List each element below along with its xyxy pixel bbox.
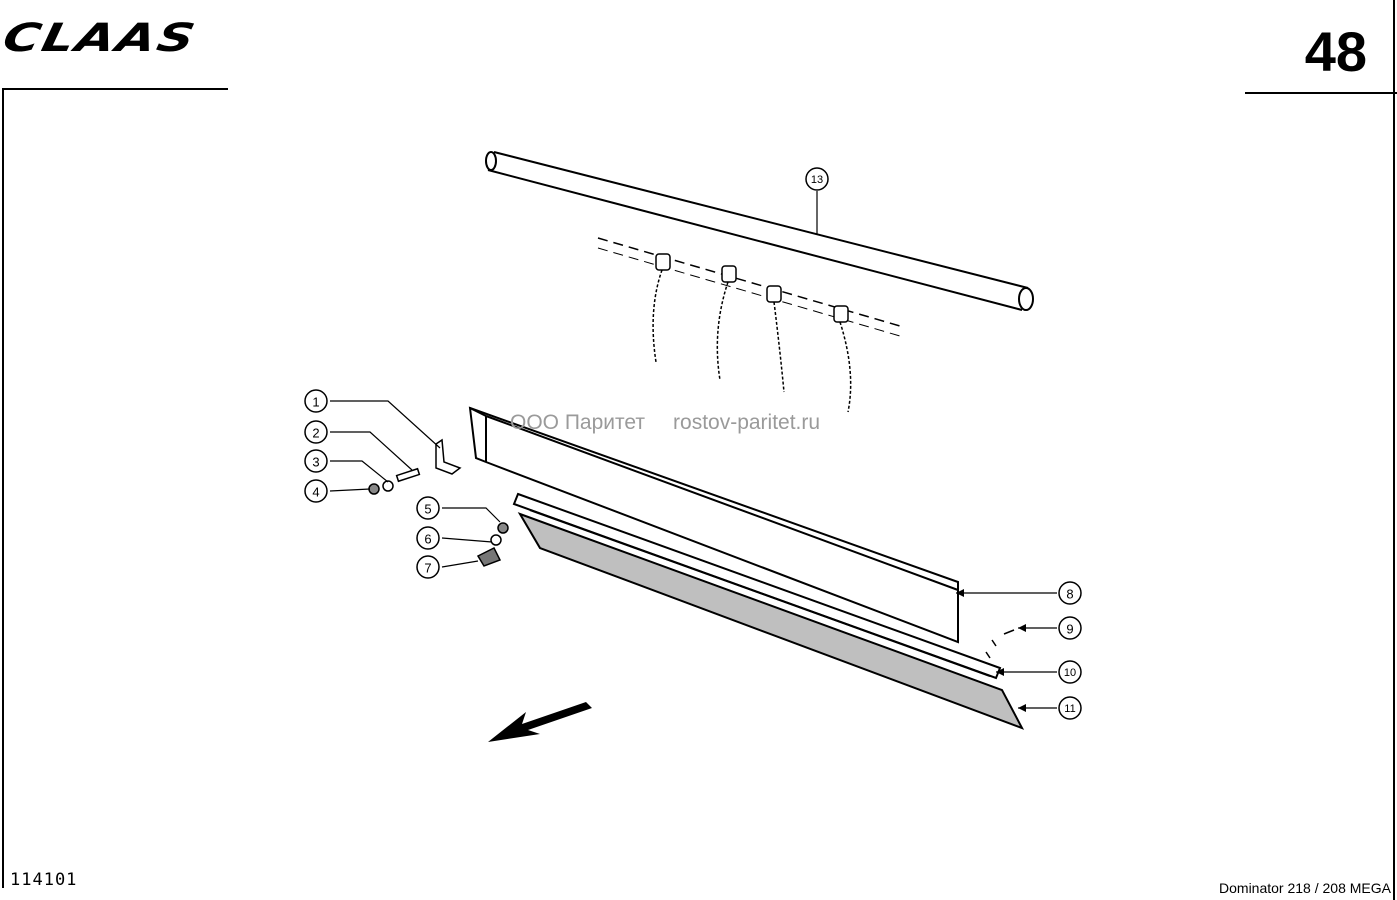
- callout-3-circle: [304, 449, 328, 473]
- leader-arrows: [956, 589, 1026, 712]
- callout-5-circle: [416, 496, 440, 520]
- nut-small-part: [497, 522, 509, 534]
- shaft-centerline-lower: [597, 247, 901, 337]
- callout-10-label: 10: [1064, 667, 1076, 679]
- callout-7-label: 7: [424, 561, 431, 576]
- washer-small-part: [490, 534, 502, 546]
- chains: [652, 269, 852, 413]
- callout-4-circle: [304, 479, 328, 503]
- callout-11-circle: [1058, 696, 1082, 720]
- callout-2-label: 2: [312, 426, 319, 441]
- callout-3-label: 3: [312, 455, 319, 470]
- callout-5-label: 5: [424, 502, 431, 517]
- callout-8-circle: [1058, 581, 1082, 605]
- watermark-site: rostov-paritet.ru: [673, 411, 821, 434]
- callout-8-label: 8: [1066, 587, 1073, 602]
- callout-10-circle: [1058, 660, 1082, 684]
- callout-11-label: 11: [1064, 703, 1075, 715]
- washer-part: [382, 480, 394, 492]
- document-code: 114101: [10, 870, 78, 890]
- frame-right-border: [1393, 0, 1395, 900]
- header-rule-right: [1245, 92, 1397, 94]
- clip-part: [476, 546, 502, 567]
- callout-7-circle: [416, 555, 440, 579]
- callout-13-label: 13: [811, 174, 823, 186]
- watermark-company: ООО Паритет: [510, 411, 646, 434]
- page-number: 48: [1304, 20, 1367, 83]
- shaft-centerline: [597, 237, 901, 327]
- nut-part: [368, 483, 380, 495]
- callout-2-circle: [304, 420, 328, 444]
- callout-6-circle: [416, 526, 440, 550]
- bracket-part: [435, 438, 462, 475]
- frame-left-border: [2, 88, 4, 888]
- header-rule-left: [2, 88, 228, 90]
- small-bolts-part: [985, 629, 1015, 659]
- callout-1-label: 1: [312, 395, 319, 410]
- callout-9-circle: [1058, 616, 1082, 640]
- callout-1-circle: [304, 389, 328, 413]
- leader-lines: [329, 191, 1057, 709]
- rubber-flap-part: [517, 512, 1025, 730]
- watermark: ООО Паритет rostov-paritet.ru: [510, 411, 820, 435]
- pipe-part: [485, 151, 1034, 311]
- clamp-group: [655, 253, 849, 323]
- direction-arrow-icon: [488, 702, 592, 742]
- model-name: Dominator 218 / 208 MEGA: [1219, 880, 1391, 896]
- bolt-part: [395, 467, 421, 483]
- callout-13-circle: [805, 167, 829, 191]
- callout-9-label: 9: [1066, 622, 1073, 637]
- callout-6-label: 6: [424, 532, 431, 547]
- callout-4-label: 4: [312, 485, 319, 500]
- angle-profile-part: [468, 406, 959, 644]
- strip-part: [512, 492, 1002, 680]
